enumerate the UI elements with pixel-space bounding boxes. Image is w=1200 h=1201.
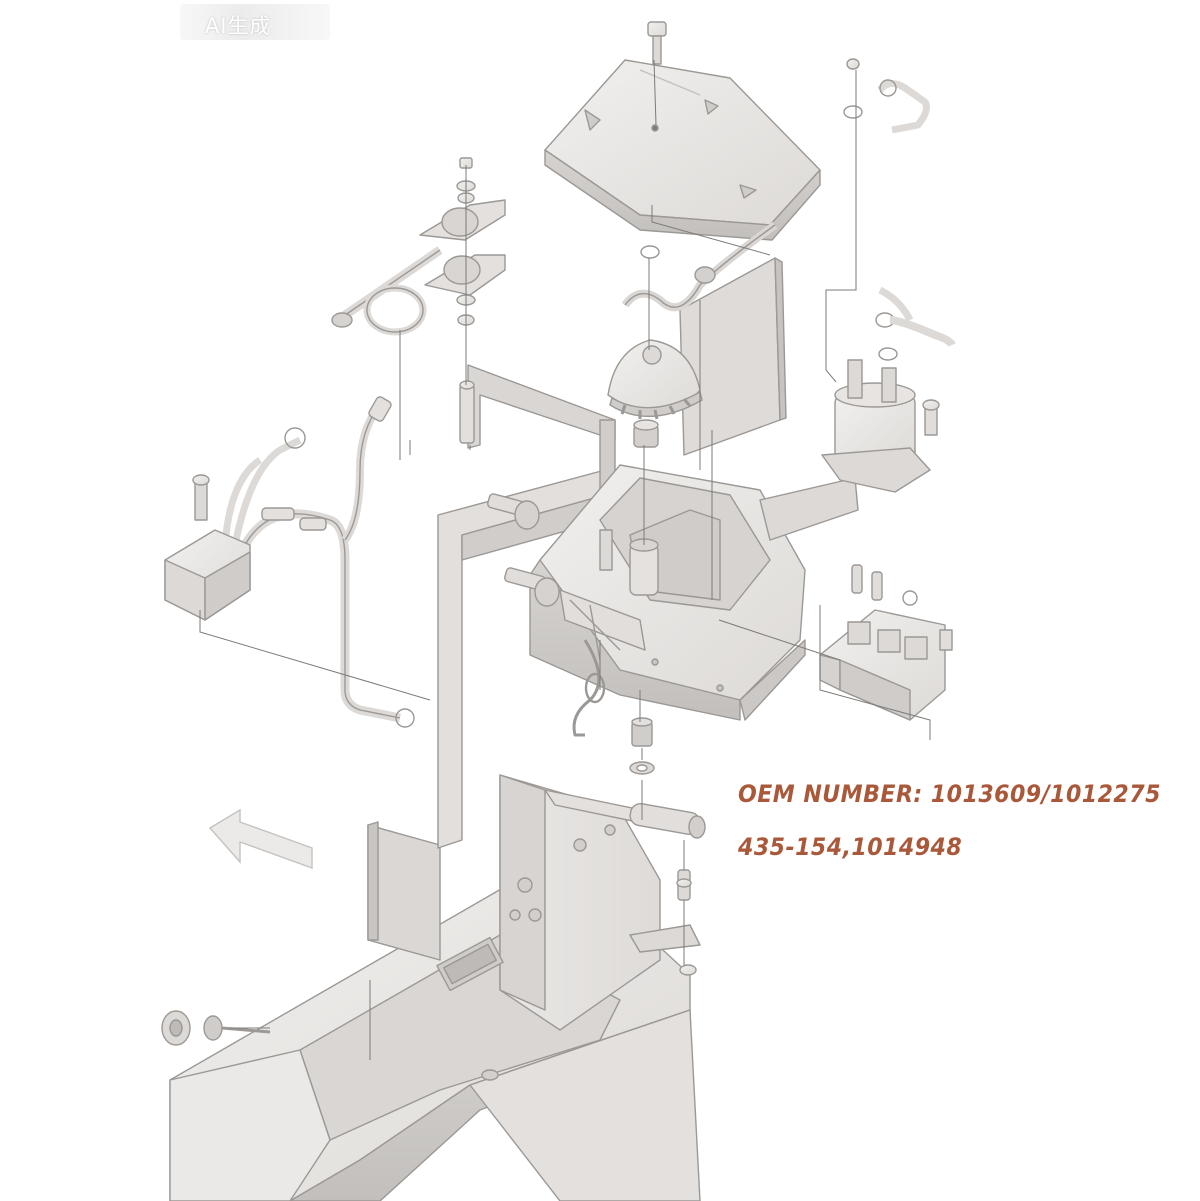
wire-harness — [192, 396, 415, 728]
axle-bushings — [161, 1010, 271, 1046]
direction-arrow-icon — [208, 808, 313, 869]
retaining-clip — [572, 639, 606, 737]
oem-number-line-2: 435-154,1014948 — [738, 833, 963, 861]
leader-lines — [199, 59, 931, 1060]
main-contactor — [821, 286, 956, 493]
watermark-label: AI生成 — [205, 14, 272, 38]
fuse-block — [819, 564, 953, 721]
controller-cover — [544, 59, 821, 241]
junction-box — [164, 529, 251, 621]
pivot-shaft — [544, 789, 706, 976]
rear-support-frame — [467, 257, 787, 521]
top-right-ring-terminal — [843, 58, 930, 134]
battery-cable-upper — [331, 246, 443, 336]
lower-spacer-stack — [629, 717, 655, 775]
upper-hardware-stack — [621, 21, 778, 312]
pulley-bracket-assembly — [419, 157, 506, 444]
controller-housing — [487, 464, 859, 721]
sector-gear — [607, 339, 703, 448]
oem-number-line-1: OEM NUMBER: 1013609/1012275 — [738, 780, 1161, 808]
truck-frame — [169, 774, 701, 1201]
ai-generated-watermark: AI生成 — [180, 4, 330, 40]
